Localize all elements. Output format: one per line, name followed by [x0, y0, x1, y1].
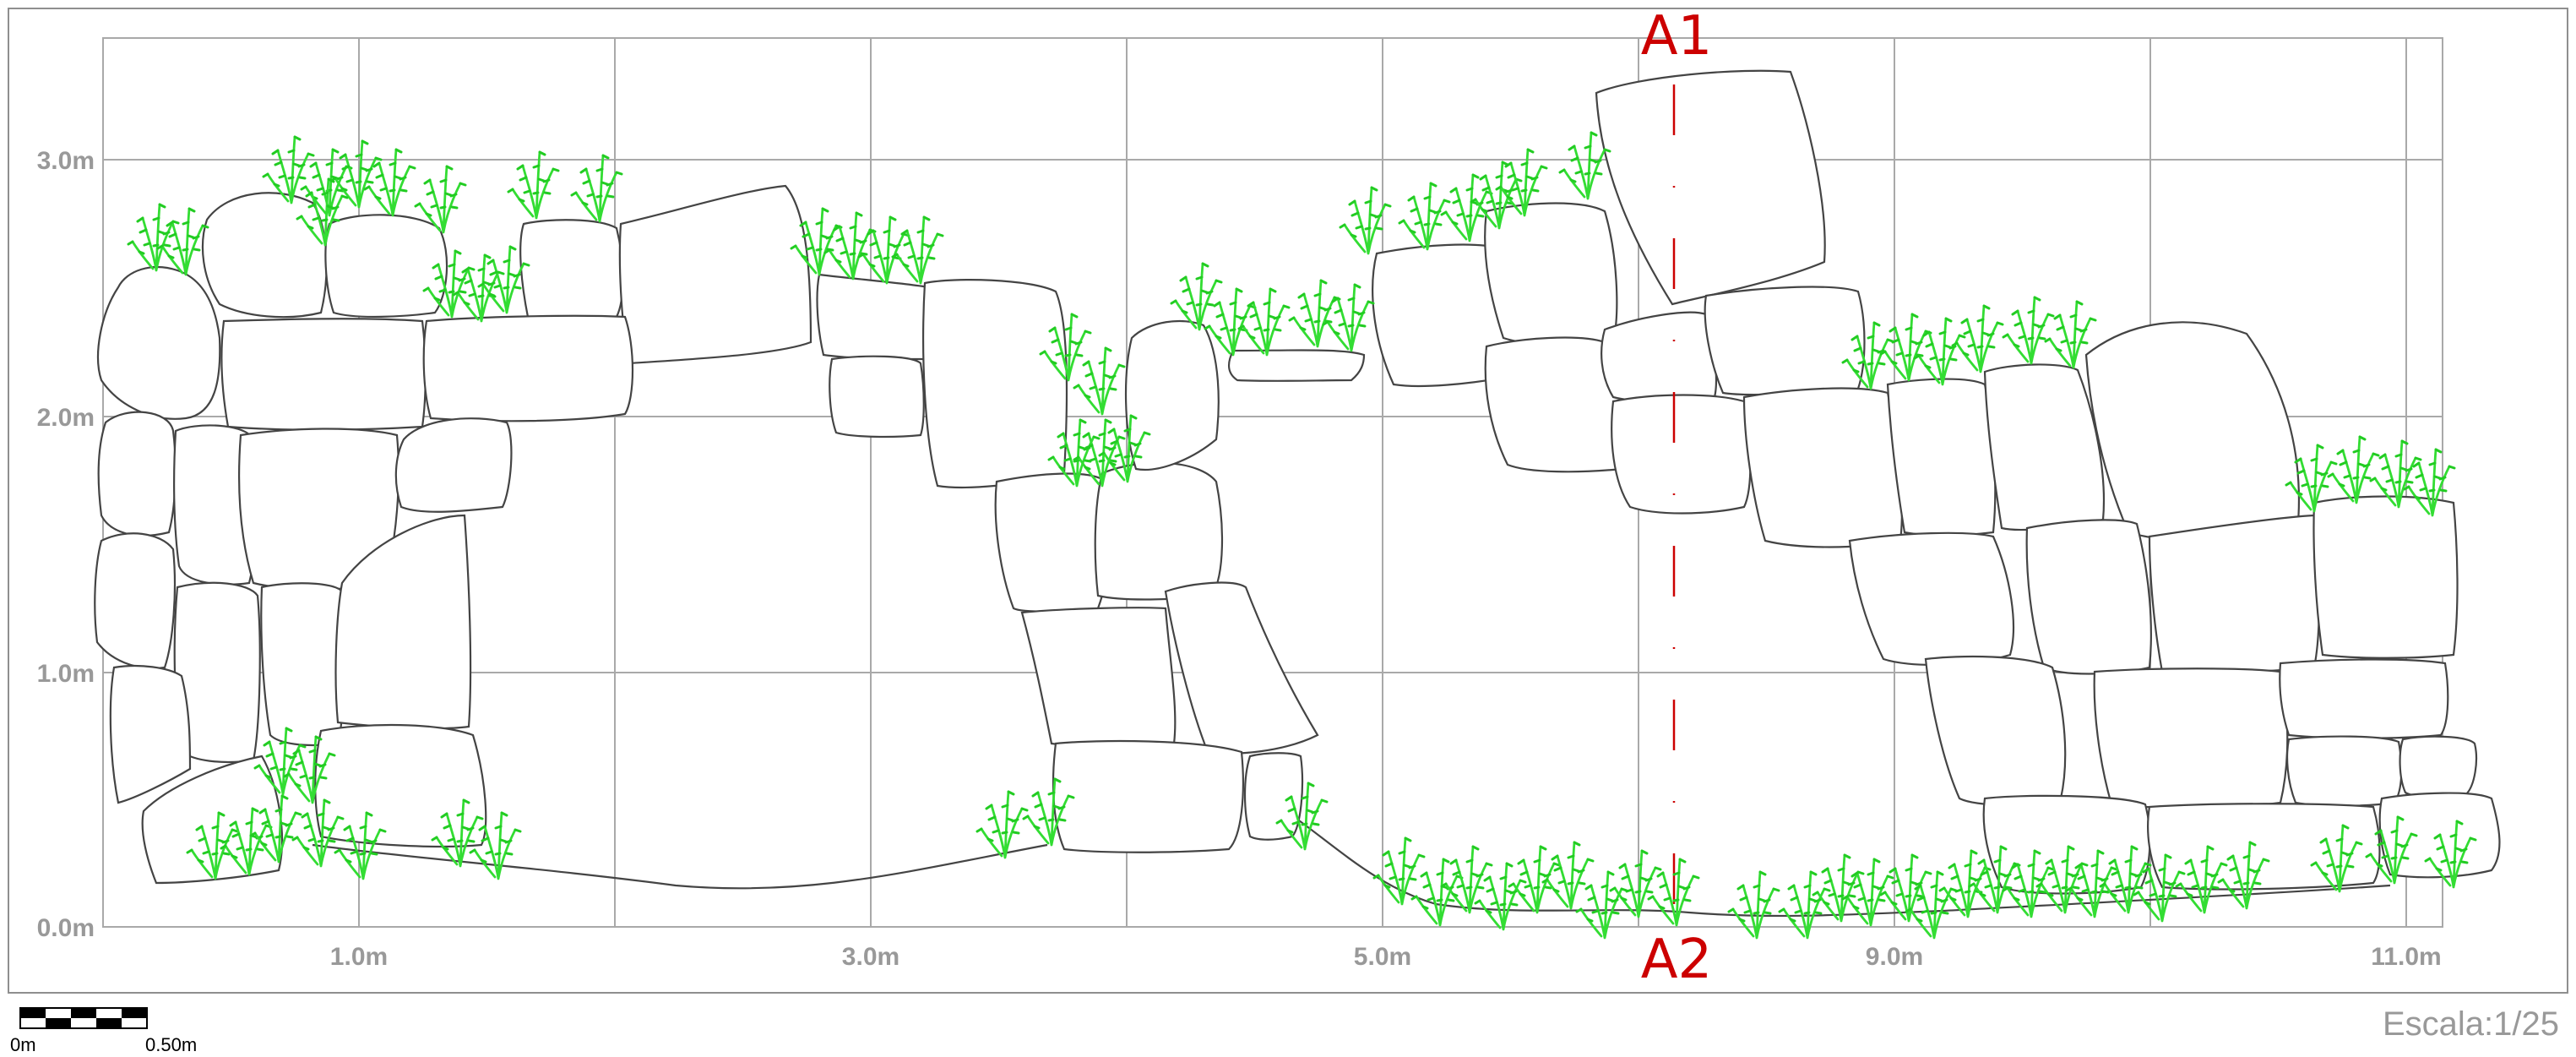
grass-tuft-icon: [507, 150, 623, 223]
x-label-1: 1.0m: [330, 943, 388, 971]
section-label-a2: A2: [1641, 929, 1713, 991]
y-label-3: 3.0m: [37, 147, 95, 175]
frame-outer: [8, 8, 2568, 994]
section-label-a1: A1: [1641, 5, 1713, 68]
scale-bar: 0m 0.50m: [10, 1007, 197, 1055]
x-label-11: 11.0m: [2371, 943, 2441, 971]
x-label-5: 5.0m: [1354, 943, 1411, 971]
scale-bar-start-label: 0m: [10, 1034, 36, 1055]
grass-tuft-icon: [790, 207, 944, 285]
grass-tuft-icon: [1372, 836, 1700, 940]
y-label-1: 1.0m: [37, 660, 95, 688]
y-label-2: 2.0m: [37, 404, 95, 432]
grass-tuft-icon: [127, 203, 209, 276]
x-label-3: 3.0m: [842, 943, 899, 971]
x-label-9: 9.0m: [1866, 943, 1923, 971]
section-line-a1-a2: A1 A2: [1641, 5, 1713, 991]
scale-bar-end-label: 0.50m: [145, 1034, 197, 1055]
scale-ratio: Escala:1/25: [2383, 1005, 2559, 1043]
stone-masonry: [94, 69, 2501, 895]
y-label-0: 0.0m: [37, 914, 95, 942]
